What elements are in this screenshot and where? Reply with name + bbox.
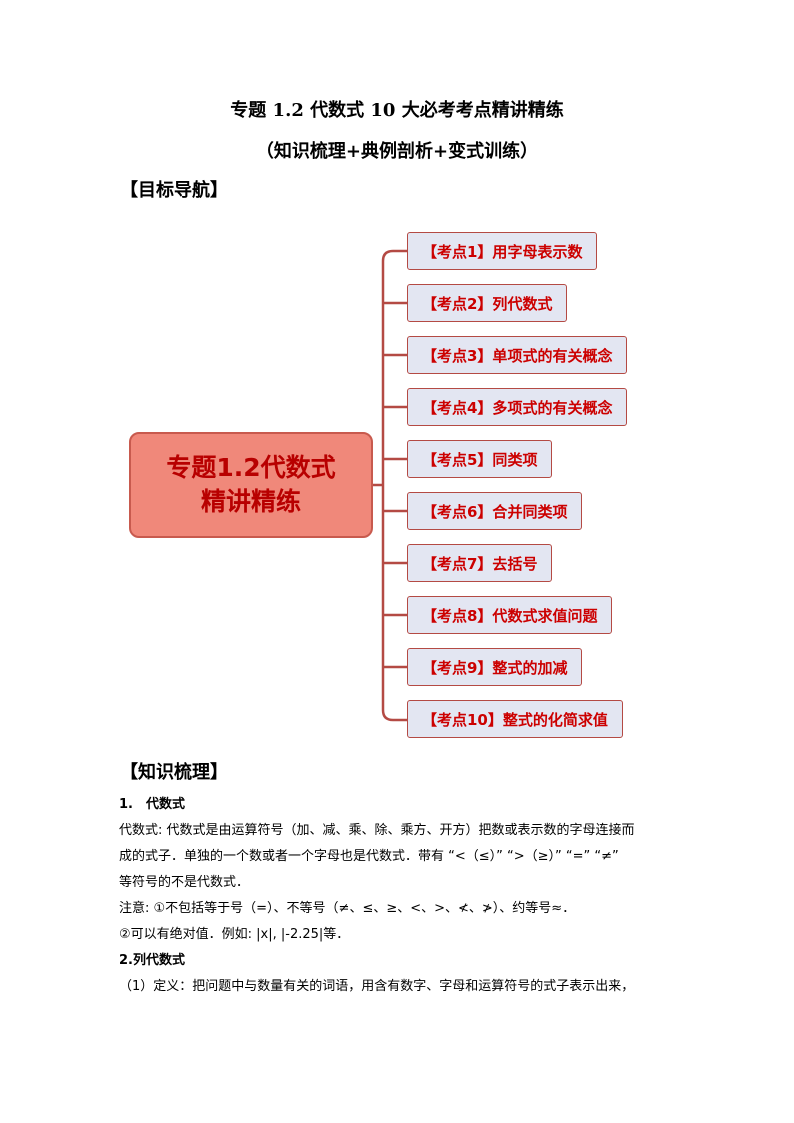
document-subtitle: （知识梳理+典例剖析+变式训练） bbox=[255, 141, 539, 162]
center-node-line2: 精讲精练 bbox=[200, 487, 301, 516]
section-1-para-line2: 成的式子．单独的一个数或者一个字母也是代数式．带有 “<（≤）” “>（≥）” … bbox=[119, 849, 619, 864]
center-node-line1: 专题1.2代数式 bbox=[166, 453, 336, 482]
section-2-heading: 2.列代数式 bbox=[119, 953, 185, 968]
mindmap-connectors bbox=[373, 249, 407, 722]
mindmap-center-node: 专题1.2代数式 精讲精练 bbox=[129, 432, 373, 538]
section-1-para-line3: 等符号的不是代数式． bbox=[119, 875, 250, 890]
knowledge-heading: 【知识梳理】 bbox=[120, 762, 228, 783]
document-title: 专题 1.2 代数式 10 大必考考点精讲精练 bbox=[230, 100, 564, 121]
mindmap-node-5: 【考点5】同类项 bbox=[407, 440, 553, 478]
mindmap-node-7: 【考点7】去括号 bbox=[407, 544, 553, 582]
mindmap-node-3: 【考点3】单项式的有关概念 bbox=[407, 336, 628, 374]
mindmap-node-4: 【考点4】多项式的有关概念 bbox=[407, 388, 628, 426]
mindmap-node-9: 【考点9】整式的加减 bbox=[407, 648, 583, 686]
connector-spine bbox=[381, 249, 394, 722]
mindmap-node-1: 【考点1】用字母表示数 bbox=[407, 232, 598, 270]
section-2-para-line1: （1）定义：把问题中与数量有关的词语，用含有数字、字母和运算符号的式子表示出来， bbox=[119, 979, 635, 994]
section-1-para-line1: 代数式: 代数式是由运算符号（加、减、乘、除、乘方、开方）把数或表示数的字母连接… bbox=[119, 823, 635, 838]
section-1-heading: 1. 代数式 bbox=[119, 797, 185, 812]
section-1-note-1: 注意: ①不包括等于号（=）、不等号（≠、≤、≥、<、>、≮、≯）、约等号≈． bbox=[119, 901, 576, 916]
section-1-note-2: ②可以有绝对值．例如: |x|, |-2.25|等． bbox=[119, 927, 350, 942]
mindmap-node-10: 【考点10】整式的化简求值 bbox=[407, 700, 623, 738]
mindmap-node-6: 【考点6】合并同类项 bbox=[407, 492, 583, 530]
mindmap-node-2: 【考点2】列代数式 bbox=[407, 284, 568, 322]
mindmap-node-8: 【考点8】代数式求值问题 bbox=[407, 596, 613, 634]
nav-heading: 【目标导航】 bbox=[120, 180, 228, 201]
knowledge-content: 1. 代数式 代数式: 代数式是由运算符号（加、减、乘、除、乘方、开方）把数或表… bbox=[119, 792, 699, 1000]
